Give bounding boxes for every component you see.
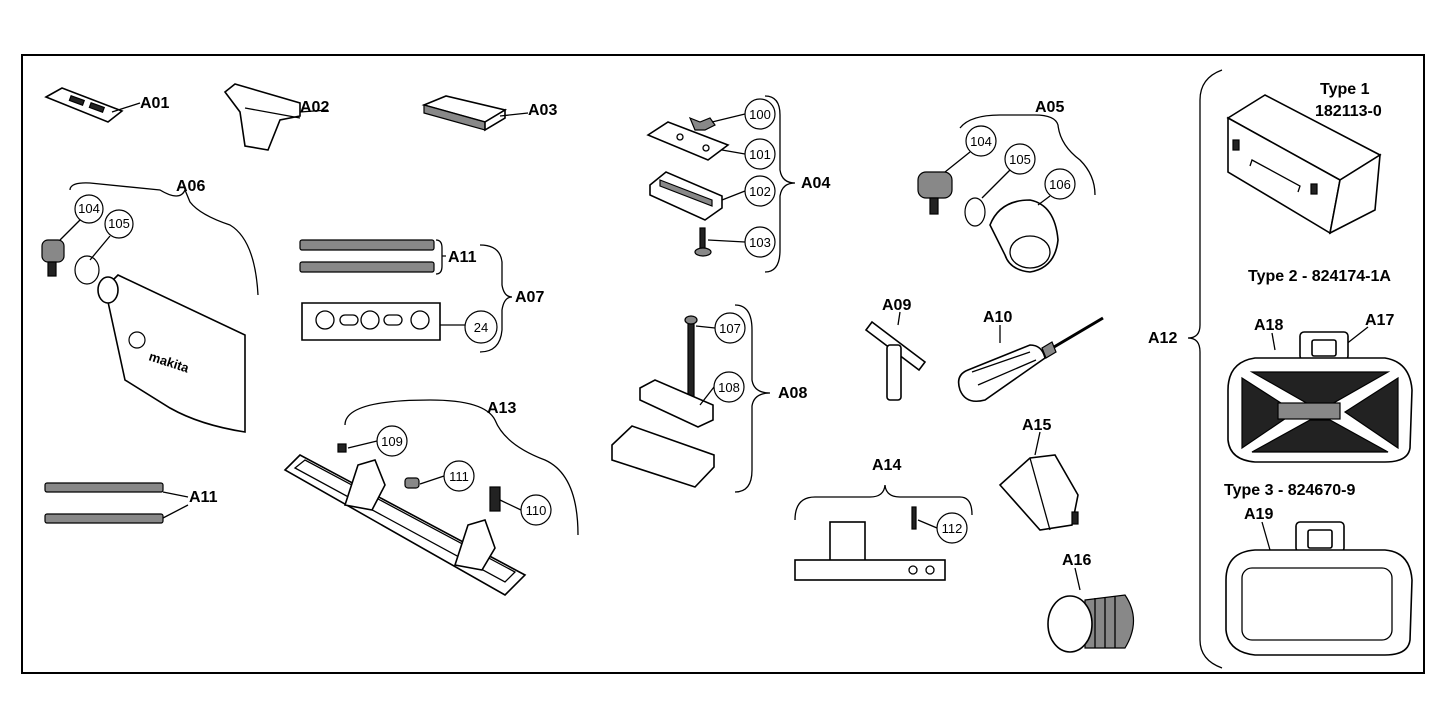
case-type1 [1226, 94, 1382, 235]
label-a16: A16 [1062, 552, 1091, 569]
callout-109-text: 109 [381, 434, 403, 449]
callout-105-text: 105 [108, 216, 130, 231]
label-a09: A09 [882, 297, 911, 314]
label-a02: A02 [300, 99, 329, 116]
case-type3 [1225, 521, 1413, 656]
label-a14: A14 [872, 457, 901, 474]
label-a04: A04 [801, 175, 830, 192]
label-a03: A03 [528, 102, 557, 119]
label-a07: A07 [515, 289, 544, 306]
type3-label: Type 3 - 824670-9 [1224, 482, 1355, 499]
callout-105-a05: 105 [1009, 152, 1031, 167]
callout-105 [104, 209, 134, 239]
label-a17: A17 [1365, 312, 1394, 329]
part-a01: A01 [44, 87, 169, 123]
callout-100: 100 [749, 107, 771, 122]
part-a16-nozzle: A16 [1047, 552, 1135, 653]
part-a14-group: A14 112 [794, 457, 973, 581]
label-a11-lower: A11 [189, 489, 218, 506]
callout-111-text: 111 [449, 469, 469, 484]
part-a03: A03 [421, 95, 557, 132]
part-a08-group: 107 108 A08 [611, 304, 807, 493]
label-a06: A06 [176, 178, 205, 195]
part-a09-socket-wrench: A09 [864, 297, 927, 401]
case-type2 [1227, 331, 1413, 463]
callout-104-text: 104 [78, 201, 100, 216]
callout-106: 106 [1049, 177, 1071, 192]
callout-103: 103 [749, 235, 771, 250]
label-a10: A10 [983, 309, 1012, 326]
callout-110-text: 110 [526, 503, 547, 518]
callout-104 [74, 194, 104, 224]
label-a08: A08 [778, 385, 807, 402]
label-a19: A19 [1244, 506, 1273, 523]
part-a12-carrying-cases: A12 Type 1 182113-0 Type 2 - 824174-1A A… [1148, 69, 1413, 669]
part-a06-dust-bag: A06 makita 104 105 [41, 178, 259, 433]
label-a18-top: A18 [1254, 317, 1283, 334]
callout-101: 101 [749, 147, 771, 162]
callout-107: 107 [719, 321, 741, 336]
callout-24-text: 24 [474, 320, 488, 335]
part-a11-lower: A11 [44, 482, 218, 524]
part-a07-group: A11 24 A07 [299, 239, 544, 353]
label-a05: A05 [1035, 99, 1064, 116]
type1-name: Type 1 [1320, 81, 1370, 98]
label-a11-upper: A11 [448, 249, 477, 266]
part-a02: A02 [223, 83, 329, 151]
type2-label: Type 2 - 824174-1A [1248, 268, 1391, 285]
part-a13-guide-rule: A13 109 111 110 [283, 399, 579, 596]
type1-code: 182113-0 [1315, 103, 1382, 120]
label-a12: A12 [1148, 330, 1177, 347]
diagram-frame [21, 54, 1425, 674]
label-a15: A15 [1022, 417, 1051, 434]
part-a04-group: 100 101 102 103 A04 [646, 95, 830, 273]
label-a13: A13 [487, 400, 516, 417]
callout-112: 112 [942, 521, 963, 536]
callout-104-a05: 104 [970, 134, 992, 149]
callout-108: 108 [718, 380, 740, 395]
callout-24 [464, 310, 498, 344]
part-a10-screwdriver: A10 [957, 309, 1104, 403]
part-a05-group: A05 104 105 106 [917, 99, 1096, 273]
callout-102: 102 [749, 184, 771, 199]
label-a01: A01 [140, 95, 169, 112]
part-a15-chip-deflector: A15 [998, 417, 1079, 531]
